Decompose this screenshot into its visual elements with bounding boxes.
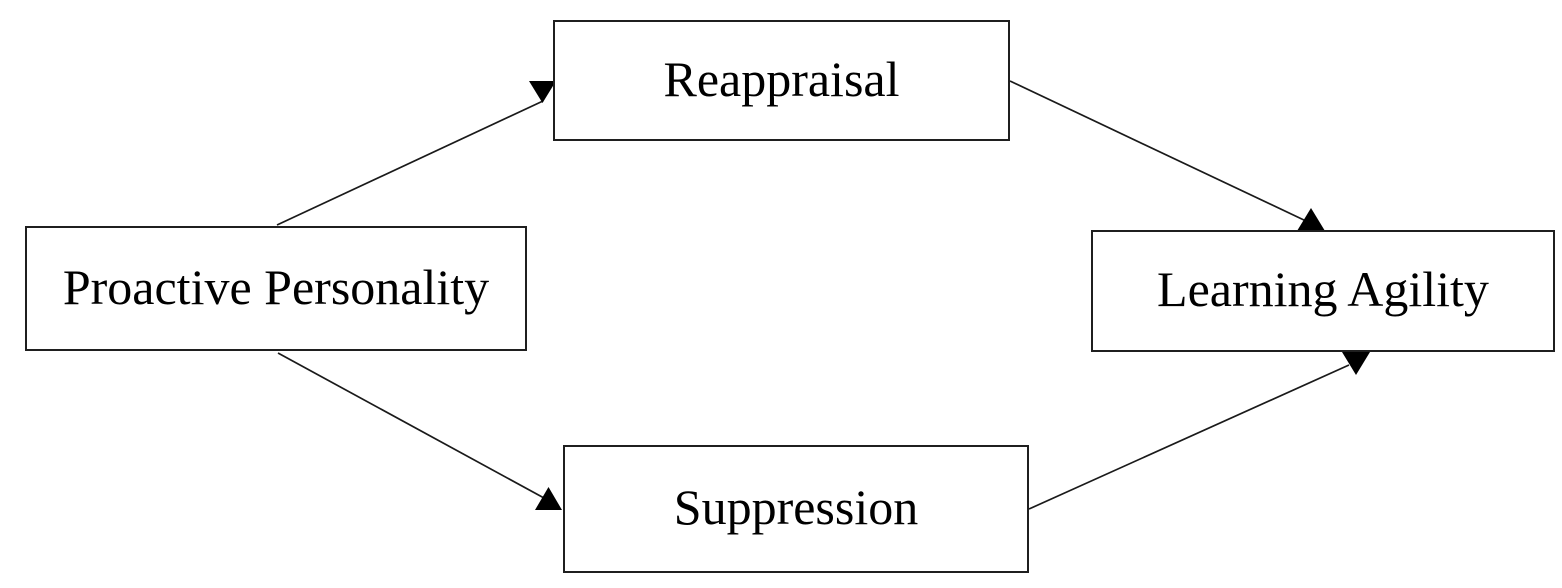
edge-suppression-to-learning-line [1028, 364, 1350, 510]
node-proactive-personality-label: Proactive Personality [62, 258, 490, 315]
node-learning-agility-label: Learning Agility [1157, 261, 1489, 317]
edge-proactive-to-reappraisal-line [276, 100, 544, 226]
node-suppression: Suppression [563, 445, 1029, 573]
node-learning-agility: Learning Agility [1091, 230, 1555, 352]
node-suppression-label: Suppression [673, 479, 919, 535]
edge-reappraisal-to-learning-arrowhead-icon [1297, 208, 1325, 231]
edge-reappraisal-to-learning-line [1009, 80, 1307, 222]
edge-suppression-to-learning-arrowhead-icon [1342, 352, 1370, 375]
node-reappraisal-label: Reappraisal [663, 50, 900, 107]
edge-proactive-to-suppression-arrowhead-icon [535, 487, 562, 510]
node-reappraisal: Reappraisal [553, 20, 1010, 141]
node-proactive-personality: Proactive Personality [25, 226, 527, 351]
edge-proactive-to-reappraisal-arrowhead-icon [529, 81, 556, 103]
edge-proactive-to-suppression-line [277, 352, 545, 499]
